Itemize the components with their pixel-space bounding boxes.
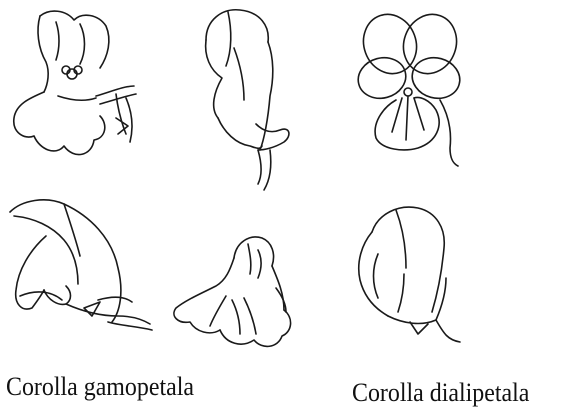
dialipetalous-flower-front (354, 7, 465, 166)
gamopetalous-flower-front (14, 11, 136, 154)
gamopetalous-flower-lateral (10, 200, 152, 330)
caption-dialipetala: Corolla dialipetala (352, 380, 529, 406)
dialipetalous-flower-side (359, 207, 460, 342)
gamopetalous-flower-open-lip (174, 237, 291, 346)
caption-gamopetala: Corolla gamopetala (6, 374, 194, 400)
gamopetalous-flower-side (206, 10, 289, 190)
